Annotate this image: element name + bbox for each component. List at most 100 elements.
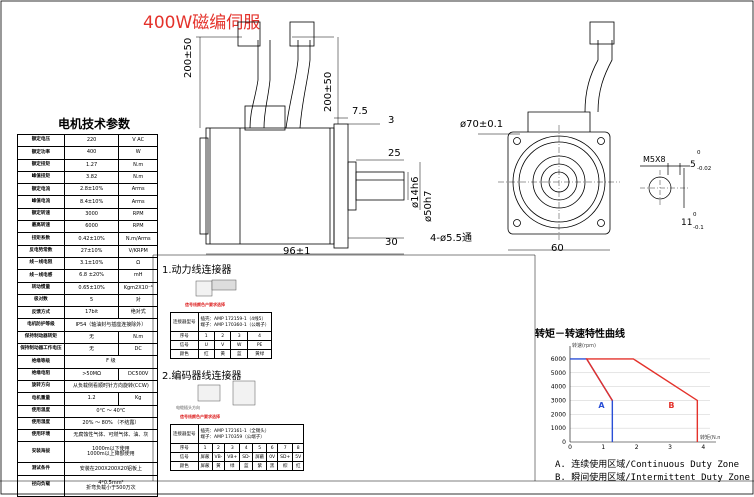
y-tick-label: 4000 (551, 384, 566, 391)
power-pin-signal: V (213, 340, 232, 350)
encoder-row1-key: 信号 (170, 452, 199, 462)
chart-title: 转矩－转速特性曲线 (535, 329, 625, 340)
x-axis-label: 转矩(N.m) (700, 434, 720, 441)
encoder-row0-key: 序号 (170, 443, 199, 453)
spec-value: 6000 (63, 220, 120, 234)
legend-b-key: B. (555, 473, 566, 483)
power-pin-signal: W (230, 340, 248, 350)
spec-row: 使用环境无腐蚀性气体、可燃气体、油、灰 (17, 429, 159, 443)
power-row2-key: 颜色 (170, 349, 199, 359)
power-connector-note: 信号线颜色户要求选择 (185, 302, 225, 307)
dim-keyway-screw: M5X8 (643, 155, 666, 164)
spec-value: 无腐蚀性气体、可燃气体、油、灰 (63, 429, 159, 443)
encoder-pin-number: 2 (211, 443, 226, 453)
page-title: 400W磁编伺服 (143, 13, 261, 33)
power-header-value: 插壳：AMP 172159-1（4线5） 端子：AMP 170360-1（公端子… (197, 312, 273, 332)
series-b-label: B (668, 401, 674, 410)
spec-unit: Arms (118, 195, 158, 209)
legend-a-text: 连续使用区域/Continuous Duty Zone (571, 460, 740, 470)
power-row1-key: 信号 (170, 340, 199, 350)
spec-key: 峰值扭矩 (17, 170, 65, 185)
spec-unit: N.m (118, 158, 158, 172)
x-tick-label: 2 (635, 444, 639, 450)
spec-value: 2.8±10% (63, 183, 120, 197)
spec-table-title: 电机技术参数 (58, 117, 131, 131)
dim-flange-thk: 3 (388, 115, 395, 126)
legend-a-key: A. (555, 460, 566, 470)
dim-shaft-step: 7.5 (352, 106, 368, 117)
encoder-pin-color: 黑 (266, 461, 279, 471)
spec-key: 额定电压 (17, 133, 65, 148)
encoder-connector-title: 2.编码器线连接器 (162, 371, 242, 382)
dim-pcd: ø70±0.1 (460, 119, 504, 130)
x-tick-label: 4 (701, 444, 705, 450)
legend-b: B. 瞬间使用区域/Intermittent Duty Zone (555, 470, 750, 483)
spec-unit: RPM (118, 220, 158, 234)
encoder-pin-number: 3 (224, 443, 241, 453)
power-pin-color: 蓝 (230, 349, 248, 359)
y-tick-label: 2000 (551, 411, 566, 418)
spec-key: 额定电流 (17, 183, 65, 197)
power-pin-signal: U (197, 340, 215, 350)
y-tick-label: 6000 (551, 356, 566, 363)
power-pin-number: 4 (246, 331, 273, 341)
spec-unit: Arms (118, 183, 158, 197)
y-tick-label: 5000 (551, 370, 566, 377)
dim-key-w-tol-hi: 0 (697, 150, 701, 156)
x-tick-label: 3 (668, 444, 672, 450)
encoder-pin-color: 黄 (211, 461, 226, 471)
spec-key: 额定转速 (17, 207, 65, 222)
dim-cable-a: 200±50 (183, 37, 194, 78)
encoder-pin-number: 4 (239, 443, 254, 453)
power-connector-title: 1.动力线连接器 (162, 265, 232, 276)
spec-key: 额定扭矩 (17, 158, 65, 172)
legend-a: A. 连续使用区域/Continuous Duty Zone (555, 457, 739, 470)
series-b-line (585, 358, 699, 442)
dim-flange-to-end: 30 (385, 237, 398, 248)
dim-shaft-len: 25 (388, 148, 401, 159)
spec-key: 最高转速 (17, 220, 65, 234)
encoder-pin-color: 蓝 (239, 461, 254, 471)
power-pin-color: 黄绿 (246, 349, 273, 359)
encoder-connector-note: 信号线颜色户要求选择 (180, 414, 220, 419)
series-a-label: A (598, 401, 605, 410)
encoder-row2-key: 颜色 (170, 461, 199, 471)
spec-unit: N.m/Arms (118, 232, 158, 246)
power-pin-color: 黄 (213, 349, 232, 359)
dim-shaft-dia: ø14h6 (410, 176, 421, 208)
power-pin-number: 3 (230, 331, 248, 341)
encoder-pin-signal: VB+ (224, 452, 241, 462)
spec-unit: W (118, 146, 158, 160)
encoder-connector-table: 连接器型号 插壳：AMP 172161-1（全锡头） 端子：AMP 170359… (170, 424, 305, 471)
dim-flange-sq: 60 (551, 243, 564, 254)
encoder-pin-number: 1 (197, 443, 213, 453)
spec-value: 17bit (63, 306, 120, 320)
spec-key: 测试条件 (17, 462, 65, 476)
dim-spigot-dia: ø50h7 (423, 190, 434, 222)
spec-value: 3000 (63, 207, 120, 222)
power-pin-signal: PE (246, 340, 273, 350)
y-tick-label: 1000 (551, 425, 566, 432)
encoder-header-value: 插壳：AMP 172161-1（全锡头） 端子：AMP 170359（公端子） (197, 424, 305, 444)
dim-cable-b: 200±50 (323, 71, 334, 112)
power-pin-number: 2 (213, 331, 232, 341)
spec-unit: V AC (118, 133, 158, 148)
y-tick-label: 3000 (551, 397, 566, 404)
encoder-pin-number: 5 (252, 443, 268, 453)
spec-unit: N.m (118, 170, 158, 185)
spec-value: 220 (63, 133, 120, 148)
dim-key-w-tol-lo: -0.02 (697, 166, 712, 172)
spec-value: 400 (63, 146, 120, 160)
dim-key-w: 5 (690, 160, 696, 170)
spec-row: 测试条件安装在200X200X20铝板上 (17, 462, 159, 476)
